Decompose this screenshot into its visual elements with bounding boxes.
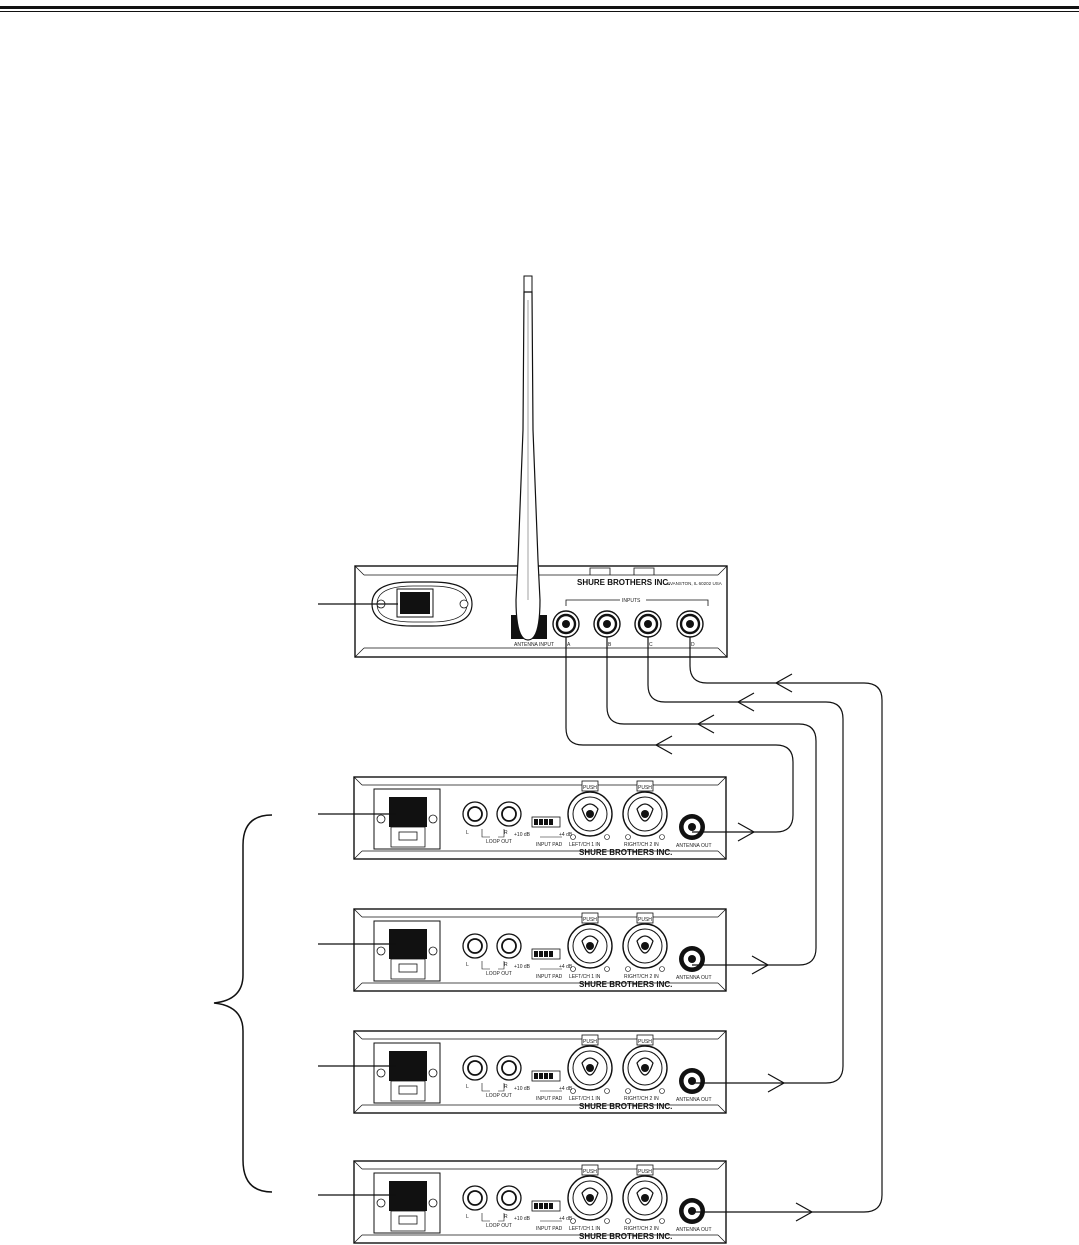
pad-minus-label: +10 dB: [514, 832, 531, 838]
antenna-input-label: ANTENNA INPUT: [514, 642, 554, 648]
flow-arrow-rx4: [795, 1202, 814, 1222]
input-id-b: B: [608, 642, 612, 648]
pad-plus-label: +4 dB: [559, 964, 573, 970]
right-in-label: RIGHT/CH 2 IN: [624, 974, 659, 980]
transmitter-unit: ANTENNA INPUT SHURE BROTHERS INC. EVANST…: [354, 565, 728, 658]
push-label: PUSH: [583, 1169, 597, 1175]
cable-input-b: [606, 637, 817, 966]
push-label: PUSH: [583, 785, 597, 791]
loop-l-label: L: [466, 1214, 469, 1220]
antenna-whip: [515, 275, 541, 641]
input-pad-label: INPUT PAD: [536, 1226, 563, 1232]
loop-l-label: L: [466, 830, 469, 836]
push-label: PUSH: [583, 917, 597, 923]
transmitter-brand: SHURE BROTHERS INC.: [577, 578, 670, 587]
flow-arrow-rx3: [767, 1073, 786, 1093]
left-in-label: LEFT/CH 1 IN: [569, 842, 601, 848]
input-id-c: C: [649, 642, 653, 648]
antenna-out-label: ANTENNA OUT: [676, 843, 712, 849]
flow-arrow-rx2: [751, 955, 770, 975]
input-jack-b: [593, 610, 621, 638]
left-in-label: LEFT/CH 1 IN: [569, 1226, 601, 1232]
push-label: PUSH: [638, 1039, 652, 1045]
input-pad-label: INPUT PAD: [536, 1096, 563, 1102]
loop-r-label: R: [504, 830, 508, 836]
pad-minus-label: +10 dB: [514, 1216, 531, 1222]
flow-arrow-a: [654, 735, 673, 755]
receiver-unit-3: SHURE BROTHERS INC. PUSH PUSH L R LOOP O…: [353, 1030, 727, 1114]
input-pad-label: INPUT PAD: [536, 842, 563, 848]
push-label: PUSH: [638, 917, 652, 923]
flow-arrow-b: [696, 714, 715, 734]
receiver-unit-4: SHURE BROTHERS INC. PUSH PUSH L R LOOP O…: [353, 1160, 727, 1244]
antenna-out-label: ANTENNA OUT: [676, 1227, 712, 1233]
right-in-label: RIGHT/CH 2 IN: [624, 842, 659, 848]
right-in-label: RIGHT/CH 2 IN: [624, 1096, 659, 1102]
inputs-label: INPUTS: [622, 598, 641, 604]
input-id-a: A: [567, 642, 571, 648]
loop-out-label: LOOP OUT: [486, 1223, 512, 1229]
loop-r-label: R: [504, 962, 508, 968]
loop-out-label: LOOP OUT: [486, 1093, 512, 1099]
antenna-out-label: ANTENNA OUT: [676, 975, 712, 981]
header-rule-thin: [0, 11, 1079, 12]
input-jack-d: [676, 610, 704, 638]
right-in-label: RIGHT/CH 2 IN: [624, 1226, 659, 1232]
pad-plus-label: +4 dB: [559, 1086, 573, 1092]
transmitter-address: EVANSTON, IL 60202 USA: [667, 581, 722, 586]
loop-l-label: L: [466, 962, 469, 968]
loop-l-label: L: [466, 1084, 469, 1090]
push-label: PUSH: [638, 785, 652, 791]
pad-minus-label: +10 dB: [514, 964, 531, 970]
receiver-brand: SHURE BROTHERS INC.: [579, 848, 672, 857]
loop-out-label: LOOP OUT: [486, 839, 512, 845]
pad-minus-label: +10 dB: [514, 1086, 531, 1092]
pad-plus-label: +4 dB: [559, 1216, 573, 1222]
input-jack-c: [634, 610, 662, 638]
flow-arrow-rx1: [737, 822, 756, 842]
input-pad-label: INPUT PAD: [536, 974, 563, 980]
receiver-brand: SHURE BROTHERS INC.: [579, 1102, 672, 1111]
flow-arrow-d: [774, 673, 793, 693]
antenna-out-label: ANTENNA OUT: [676, 1097, 712, 1103]
input-jack-a: [552, 610, 580, 638]
cable-input-d: [689, 637, 883, 1213]
receiver-group-brace: [213, 814, 273, 1193]
loop-out-label: LOOP OUT: [486, 971, 512, 977]
loop-r-label: R: [504, 1214, 508, 1220]
transmitter-power-inlet: [371, 581, 473, 627]
input-id-d: D: [691, 642, 695, 648]
push-label: PUSH: [583, 1039, 597, 1045]
header-rule-thick: [0, 6, 1079, 9]
cable-input-a: [565, 637, 794, 833]
receiver-unit-1: SHURE BROTHERS INC. PUSH PUSH L R LOOP O…: [353, 776, 727, 860]
cable-input-c: [647, 637, 844, 1084]
pad-plus-label: +4 dB: [559, 832, 573, 838]
receiver-unit-2: SHURE BROTHERS INC. PUSH PUSH L R LOOP O…: [353, 908, 727, 992]
receiver-brand: SHURE BROTHERS INC.: [579, 1232, 672, 1241]
receiver-brand: SHURE BROTHERS INC.: [579, 980, 672, 989]
flow-arrow-c: [736, 692, 755, 712]
left-in-label: LEFT/CH 1 IN: [569, 974, 601, 980]
left-in-label: LEFT/CH 1 IN: [569, 1096, 601, 1102]
loop-r-label: R: [504, 1084, 508, 1090]
push-label: PUSH: [638, 1169, 652, 1175]
